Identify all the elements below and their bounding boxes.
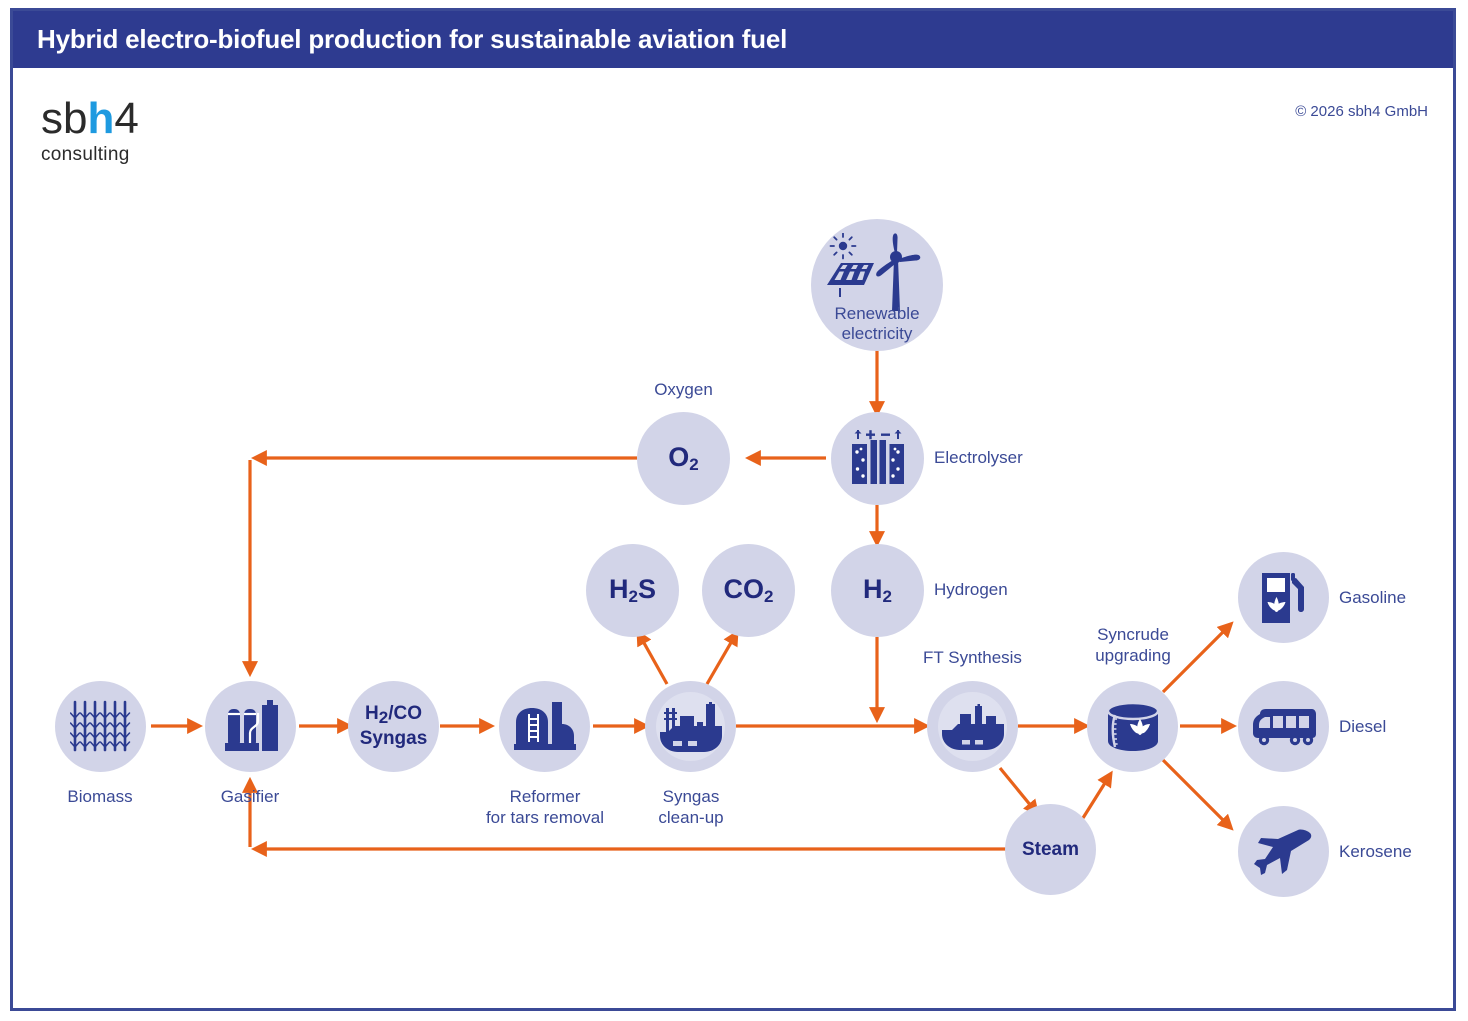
gasoline-label: Gasoline (1339, 588, 1407, 607)
logo-wordmark: sbh4 (41, 96, 281, 142)
refinery-tank-icon (513, 701, 576, 750)
hydrogen-formula-main: H (863, 574, 883, 605)
syngas-cleanup-label: Syngas clean-up (620, 786, 762, 828)
h2s-formula-sub: 2 (628, 587, 638, 607)
node-gasifier[interactable] (205, 681, 296, 772)
electrolyser-label: Electrolyser (934, 448, 1023, 467)
node-renewable-electricity[interactable]: Renewable electricity (811, 219, 943, 351)
copyright-notice: © 2026 sbh4 GmbH (1295, 103, 1428, 120)
gasifier-label: Gasifier (220, 787, 280, 806)
node-co2[interactable]: CO2 (702, 544, 795, 637)
bio-tank-icon (1106, 701, 1159, 751)
arrow-cleanup-co2 (705, 629, 739, 685)
node-oxygen[interactable]: O2 (637, 412, 730, 505)
node-ft-synthesis[interactable] (927, 681, 1018, 772)
syngas-formula: H2/CO Syngas (360, 703, 428, 749)
node-syncrude-upgrading[interactable] (1087, 681, 1178, 772)
diesel-label: Diesel (1339, 717, 1387, 736)
title-bar: Hybrid electro-biofuel production for su… (13, 11, 1453, 68)
fuel-pump-leaf-icon (1261, 572, 1304, 623)
company-logo: sbh4 consulting (41, 96, 281, 166)
syncrude-upgrading-label: Syncrude upgrading (1058, 624, 1208, 666)
electrolyser-cell-icon (851, 429, 904, 484)
node-biomass[interactable] (55, 681, 146, 772)
syngas-h: H (365, 703, 379, 725)
h2s-formula-s: S (637, 574, 656, 605)
node-reformer[interactable] (499, 681, 590, 772)
biomass-label: Biomass (67, 787, 133, 806)
cleanup-label-line1: Syngas (662, 787, 720, 806)
node-gasoline[interactable] (1238, 552, 1329, 643)
oxygen-formula-sub: 2 (689, 455, 699, 475)
renewable-electricity-label: Renewable electricity (834, 304, 919, 344)
oxygen-formula: O2 (668, 442, 698, 475)
airplane-icon (1253, 828, 1311, 875)
reformer-label: Reformer for tars removal (465, 786, 625, 828)
oxygen-label: Oxygen (654, 380, 713, 399)
reformer-label-line2: for tars removal (485, 808, 605, 827)
solar-panel-wind-turbine-icon (827, 233, 921, 311)
industrial-plant-icon (941, 703, 1004, 750)
page-title: Hybrid electro-biofuel production for su… (37, 24, 788, 54)
node-hydrogen[interactable]: H2 (831, 544, 924, 637)
logo-highlight: h (87, 94, 115, 143)
kerosene-label: Kerosene (1339, 842, 1412, 861)
node-steam[interactable]: Steam (1005, 804, 1096, 895)
co2-formula: CO2 (724, 574, 774, 607)
node-kerosene[interactable] (1238, 806, 1329, 897)
node-syngas-cleanup[interactable] (645, 681, 736, 772)
node-diesel[interactable] (1238, 681, 1329, 772)
hydrogen-formula-sub: 2 (882, 587, 892, 607)
reformer-label-line1: Reformer (509, 787, 581, 806)
node-h2s[interactable]: H2S (586, 544, 679, 637)
node-electrolyser[interactable] (831, 412, 924, 505)
syngas-word: Syngas (359, 727, 428, 749)
logo-prefix: sb (41, 94, 88, 143)
hydrogen-formula: H2 (863, 574, 892, 607)
syncrude-label-line1: Syncrude (1097, 625, 1169, 644)
co2-formula-sub: 2 (764, 587, 774, 607)
gas-vessels-icon (224, 699, 278, 751)
co2-formula-main: CO (723, 574, 765, 605)
bus-icon (1252, 708, 1316, 745)
syngas-co: /CO (388, 703, 422, 725)
arrow-syncrude-kerosene (1161, 758, 1234, 831)
syncrude-label-line2: upgrading (1095, 646, 1171, 665)
arrow-cleanup-h2s (636, 629, 669, 685)
ft-synthesis-label: FT Synthesis (923, 648, 1022, 667)
renewable-label-line2: electricity (841, 324, 913, 343)
arrow-ft-steam (998, 766, 1040, 816)
logo-subtitle: consulting (41, 144, 130, 165)
node-syngas[interactable]: H2/CO Syngas (348, 681, 439, 772)
arrow-steam-syncrude (1081, 770, 1113, 819)
wheat-stalks-icon (69, 700, 130, 751)
syngas-sub: 2 (378, 708, 389, 728)
h2s-formula-h: H (609, 574, 629, 605)
industrial-plant-icon (659, 701, 722, 752)
renewable-label-line1: Renewable (834, 304, 920, 323)
logo-suffix: 4 (114, 94, 139, 143)
arrow-syncrude-gasoline (1161, 621, 1234, 694)
oxygen-formula-main: O (668, 442, 690, 473)
h2s-formula: H2S (609, 574, 656, 607)
steam-label: Steam (1021, 838, 1080, 860)
page-border (10, 8, 1456, 1011)
hydrogen-label: Hydrogen (934, 580, 1008, 599)
cleanup-label-line2: clean-up (658, 808, 724, 827)
